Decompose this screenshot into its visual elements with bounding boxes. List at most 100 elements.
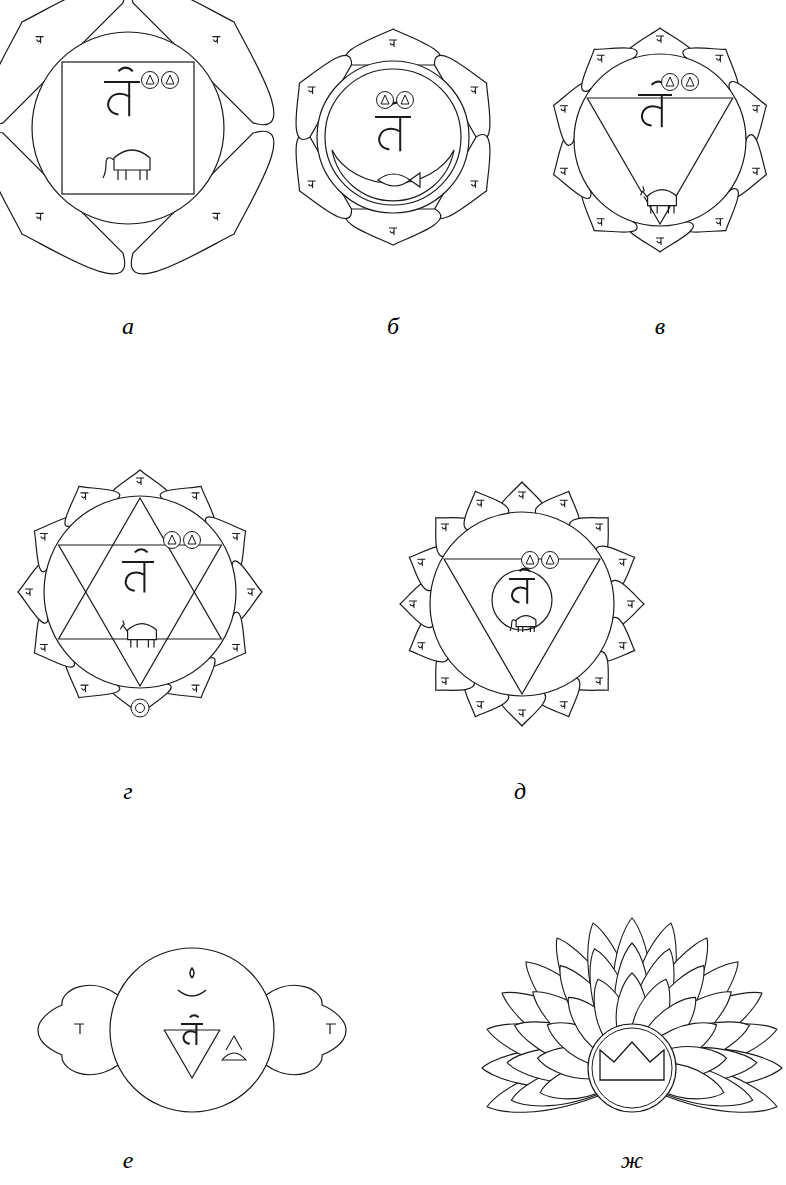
sahasrara-chakra [482,918,782,1126]
circle-outline [164,532,181,549]
petal-syllable [417,643,425,650]
circle-outline [325,69,461,205]
petal-syllable [619,643,627,650]
petal-syllable [247,589,255,596]
figure-letter: в [640,312,680,340]
animal-figure [120,620,156,647]
figure-letter: а [108,312,148,340]
petal-syllable [752,168,760,175]
petal-syllable [656,36,664,43]
petal-syllable [595,678,603,685]
deity-figure [686,77,694,86]
petal-syllable [308,181,316,188]
petal-syllable [81,685,89,692]
animal-figure [103,150,150,180]
hexagram-yantra [59,545,222,686]
petal-syllable [81,493,89,500]
petal-syllable [560,106,568,113]
vishuddha-chakra [400,482,644,726]
petal-syllable [518,492,526,499]
petal-syllable [192,493,200,500]
circle-outline [397,92,414,109]
bindu-crescent [178,968,206,996]
deity-figure [546,555,554,564]
petal-syllable [417,559,425,566]
petal-syllable [40,534,48,541]
side-petal [266,985,346,1074]
triangle-yantra [444,559,600,694]
petal-syllable [36,213,44,220]
petal-syllable [36,37,44,44]
figure-letter: б [373,312,413,340]
petal-syllable [389,40,397,47]
petal-syllable [715,219,723,226]
lotus-petal [345,29,440,65]
circle-outline [542,552,559,569]
petal-syllable [74,1024,336,1034]
petal-syllable [627,601,635,608]
figure-letter: д [500,777,540,805]
petal-syllable [476,500,484,507]
circle-outline [184,532,201,549]
circle-outline [110,948,274,1112]
circle-outline [131,699,149,717]
makara-figure [378,173,420,187]
square-yantra [62,62,194,194]
petal-syllable [409,601,417,608]
petal-syllable [560,500,568,507]
deity-figure [188,535,196,544]
petal-syllable [441,524,449,531]
triangle-yantra [587,98,732,224]
svadhisthana-chakra [276,29,511,245]
circle-outline [430,512,614,696]
circle-outline [162,72,179,89]
petal-syllable [715,55,723,62]
animal-figure [510,616,536,633]
hexagram-yantra [59,498,222,639]
animal-figure [640,186,676,213]
manipura-chakra [543,28,777,252]
bija-syllable [104,68,140,117]
triangle-yantra [164,1030,219,1078]
petal-syllable [470,181,478,188]
petal-syllable [752,106,760,113]
circle-outline [142,72,159,89]
petal-syllable [597,55,605,62]
crescent-moon [332,150,454,201]
circle-outline [317,61,469,213]
petal-syllable [476,702,484,709]
deity-figure [401,95,409,104]
bija-syllable [122,549,154,592]
petal-syllable [212,213,220,220]
deity-figure [166,75,174,84]
petal-syllable [136,478,144,485]
figure-letter: ж [612,1146,652,1174]
petal-syllable [619,559,627,566]
deity-figure [381,95,389,104]
deity-figure [146,75,154,84]
circle-outline [662,74,679,91]
circle-outline [588,1024,676,1112]
petal-syllable [560,702,568,709]
figure-letter: г [108,777,148,805]
petal-syllable [232,534,240,541]
circle-outline [592,1028,672,1108]
bija-syllable [181,1015,203,1045]
circle-outline [44,496,236,688]
petal-syllable [389,228,397,235]
muladhara-chakra [0,0,303,303]
bija-syllable [375,103,411,152]
circle-outline [377,92,394,109]
petal-syllable [597,219,605,226]
anahata-chakra [18,470,262,717]
circle-outline [574,54,746,226]
petal-syllable [560,168,568,175]
ajna-chakra [38,948,346,1112]
deity-figure [222,1036,246,1060]
petal-syllable [192,685,200,692]
bija-syllable [509,569,535,604]
deity-figure [168,535,176,544]
petal-syllable [470,87,478,94]
deity-figure [666,77,674,86]
